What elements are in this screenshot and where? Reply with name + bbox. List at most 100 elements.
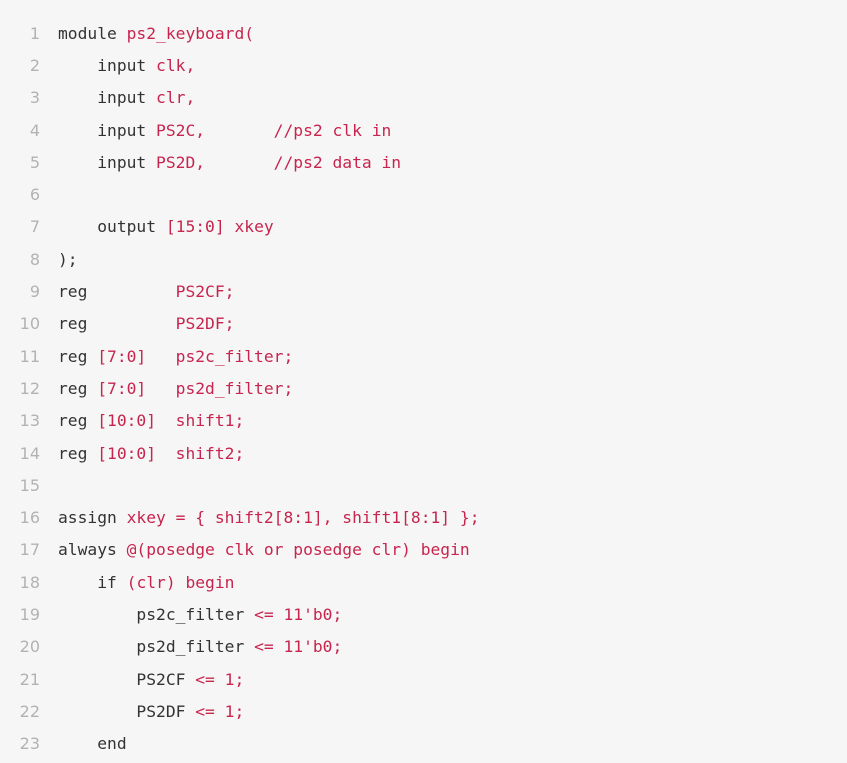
line-number: 2 — [29, 55, 40, 75]
code-token — [58, 56, 97, 75]
code-line: 14 reg [10:0] shift2; — [0, 437, 847, 469]
code-token: PS2D, //ps2 data in — [156, 152, 402, 172]
line-number: 8 — [29, 249, 40, 269]
code-line: 23 end — [0, 728, 847, 760]
line-code: input clr, — [58, 88, 195, 107]
line-code: reg [7:0] ps2d_filter; — [58, 379, 293, 398]
code-token: PS2CF; — [175, 282, 235, 302]
line-code: always @(posedge clk or posedge clr) beg… — [58, 540, 470, 559]
line-number: 6 — [29, 185, 40, 205]
line-code: output [15:0] xkey — [58, 217, 274, 237]
line-code: ps2c_filter <= 11'b0; — [58, 605, 342, 624]
code-line: 1 module ps2_keyboard( — [0, 17, 847, 49]
line-number: 3 — [29, 88, 40, 108]
line-number: 12 — [19, 378, 40, 398]
code-token: if — [97, 572, 127, 592]
code-token: reg — [58, 378, 98, 398]
line-code: reg PS2DF; — [58, 314, 234, 333]
code-line: 13 reg [10:0] shift1; — [0, 405, 847, 437]
code-token: always — [58, 540, 127, 560]
line-code: PS2DF <= 1; — [58, 702, 244, 721]
code-token: [7:0] ps2c_filter; — [97, 346, 294, 366]
code-line: 8); — [0, 243, 847, 275]
line-code: input clk, — [58, 56, 195, 75]
code-token: [15:0] xkey — [165, 217, 274, 237]
line-code: assign xkey = { shift2[8:1], shift1[8:1]… — [58, 508, 480, 527]
code-token — [58, 88, 97, 107]
code-token — [58, 734, 97, 753]
code-token: [10:0] shift1; — [97, 411, 245, 431]
line-number: 22 — [19, 701, 40, 721]
code-line: 3 input clr, — [0, 82, 847, 114]
code-token: ); — [58, 249, 78, 269]
code-token: input — [97, 88, 157, 108]
code-token — [58, 702, 136, 721]
line-number: 21 — [19, 669, 40, 689]
line-code: ps2d_filter <= 11'b0; — [58, 637, 342, 656]
line-code: reg [10:0] shift1; — [58, 411, 244, 430]
code-token — [58, 637, 136, 656]
line-code: module ps2_keyboard( — [58, 24, 254, 43]
code-token: ps2d_filter — [136, 637, 255, 657]
line-code: end — [58, 734, 126, 753]
line-code: reg [7:0] ps2c_filter; — [58, 347, 293, 366]
code-token: reg — [58, 282, 176, 302]
code-token: input — [97, 120, 157, 140]
code-token: xkey = { shift2[8:1], shift1[8:1] }; — [126, 508, 480, 528]
code-line: 5 input PS2D, //ps2 data in — [0, 146, 847, 178]
code-token: reg — [58, 443, 98, 463]
code-line: 15 — [0, 469, 847, 501]
code-token: <= 1; — [195, 669, 245, 689]
code-line: 4 input PS2C, //ps2 clk in — [0, 114, 847, 146]
code-token: PS2CF — [136, 669, 196, 689]
code-token — [58, 573, 97, 592]
line-code: input PS2D, //ps2 data in — [58, 153, 401, 172]
code-line: 12 reg [7:0] ps2d_filter; — [0, 372, 847, 404]
code-token: PS2C, //ps2 clk in — [156, 120, 392, 140]
line-number: 14 — [19, 443, 40, 463]
code-token: @(posedge clk or posedge clr) begin — [126, 540, 470, 560]
code-line: 18 if (clr) begin — [0, 566, 847, 598]
code-line: 17 always @(posedge clk or posedge clr) b… — [0, 534, 847, 566]
code-token: clk, — [156, 55, 196, 75]
line-code: if (clr) begin — [58, 573, 234, 592]
code-token: clr, — [156, 88, 196, 108]
line-number: 17 — [19, 540, 40, 560]
line-number: 5 — [29, 152, 40, 172]
line-number: 20 — [19, 637, 40, 657]
line-number: 7 — [29, 217, 40, 237]
code-token: module — [58, 23, 127, 43]
code-token: reg — [58, 314, 176, 334]
code-line: 19 ps2c_filter <= 11'b0; — [0, 598, 847, 630]
code-token: input — [97, 152, 157, 172]
code-token — [58, 605, 136, 624]
code-token: ps2c_filter — [136, 604, 255, 624]
code-token: <= 11'b0; — [254, 637, 343, 657]
line-code: input PS2C, //ps2 clk in — [58, 121, 391, 140]
line-code: PS2CF <= 1; — [58, 670, 244, 689]
code-line: 11 reg [7:0] ps2c_filter; — [0, 340, 847, 372]
line-number: 16 — [19, 508, 40, 528]
code-token — [58, 217, 97, 236]
code-token: [10:0] shift2; — [97, 443, 245, 463]
code-line: 7 output [15:0] xkey — [0, 211, 847, 243]
code-line: 16 assign xkey = { shift2[8:1], shift1[8:… — [0, 501, 847, 533]
code-token — [58, 153, 97, 172]
code-token: (clr) begin — [126, 572, 235, 592]
code-token: [7:0] ps2d_filter; — [97, 378, 294, 398]
line-code: ); — [58, 250, 78, 269]
code-token: assign — [58, 508, 127, 528]
code-token: PS2DF — [136, 701, 196, 721]
code-token: <= 1; — [195, 701, 245, 721]
line-number: 13 — [19, 411, 40, 431]
line-number: 1 — [29, 23, 40, 43]
code-line: 20 ps2d_filter <= 11'b0; — [0, 631, 847, 663]
line-number: 11 — [19, 346, 40, 366]
line-code: reg PS2CF; — [58, 282, 234, 301]
line-number: 19 — [19, 604, 40, 624]
code-token — [58, 670, 136, 689]
line-number: 18 — [19, 572, 40, 592]
